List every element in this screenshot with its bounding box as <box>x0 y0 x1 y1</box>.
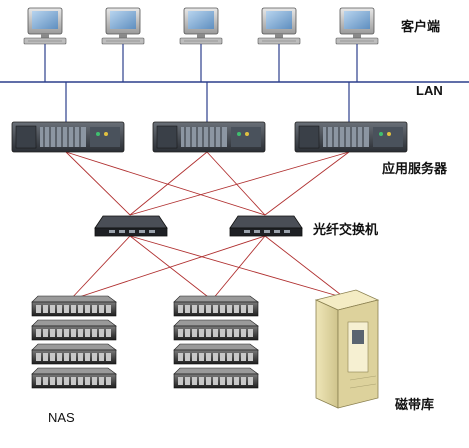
client-pc-3 <box>179 7 223 45</box>
client-pc-2 <box>101 7 145 45</box>
fc-switch-label: 光纤交换机 <box>313 223 379 238</box>
nas-stack-2 <box>173 295 259 389</box>
server-lan-drops <box>65 82 350 122</box>
nas-label: NAS <box>48 410 75 425</box>
san-fibre-links <box>65 151 350 301</box>
app-server-2 <box>152 121 266 153</box>
client-pc-5 <box>335 7 379 45</box>
fc-switch-2 <box>229 215 303 237</box>
clients-label: 客户端 <box>401 20 441 35</box>
client-pc-1 <box>23 7 67 45</box>
app-servers-label: 应用服务器 <box>382 162 448 177</box>
nas-stack-1 <box>31 295 117 389</box>
fc-switch-1 <box>94 215 168 237</box>
lan-label: LAN <box>416 83 443 98</box>
app-server-1 <box>11 121 125 153</box>
tape-library-label: 磁带库 <box>395 398 435 413</box>
client-pc-4 <box>257 7 301 45</box>
app-server-3 <box>294 121 408 153</box>
tape-library <box>314 289 380 409</box>
client-lan-drops <box>44 44 358 82</box>
